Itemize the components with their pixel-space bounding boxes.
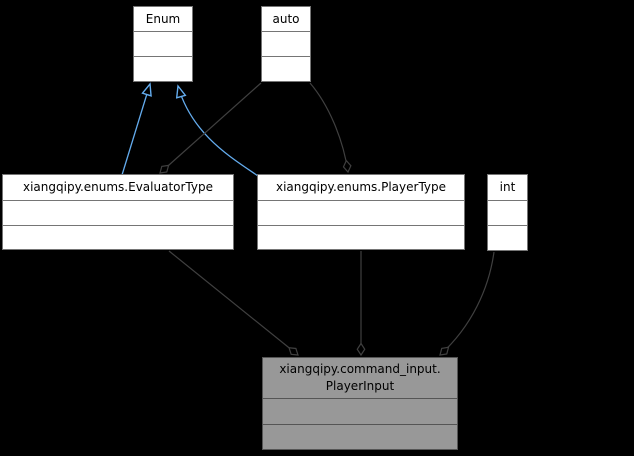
class-name-label-line1: xiangqipy.command_input. <box>279 362 441 376</box>
class-node-evaluatortype[interactable]: xiangqipy.enums.EvaluatorType <box>2 174 234 250</box>
class-node-auto: auto <box>261 6 311 82</box>
edge-playerinput-aggregates-int <box>440 251 495 355</box>
class-title: int <box>488 175 527 201</box>
methods-compartment <box>3 226 233 250</box>
class-title: xiangqipy.enums.PlayerType <box>258 175 464 201</box>
class-name-label: auto <box>272 11 300 26</box>
edge-playerinput-aggregates-evaluatortype <box>168 250 298 355</box>
class-node-playertype[interactable]: xiangqipy.enums.PlayerType <box>257 174 465 250</box>
methods-compartment <box>263 425 457 450</box>
class-name-label: xiangqipy.enums.PlayerType <box>275 180 447 194</box>
edge-evaluatortype-inherits-enum <box>121 84 150 176</box>
attributes-compartment <box>488 201 527 226</box>
edge-playertype-aggregates-auto <box>309 82 348 172</box>
class-name-label: int <box>499 180 516 194</box>
attributes-compartment <box>262 32 310 57</box>
class-name-label: Enum <box>145 11 181 26</box>
methods-compartment <box>134 57 192 81</box>
class-title: auto <box>262 7 310 32</box>
methods-compartment <box>258 226 464 250</box>
class-title: Enum <box>134 7 192 32</box>
attributes-compartment <box>3 201 233 226</box>
class-title: xiangqipy.command_input. PlayerInput <box>263 358 457 399</box>
edge-playertype-inherits-enum <box>178 86 259 177</box>
methods-compartment <box>262 57 310 81</box>
edge-evaluatortype-aggregates-auto <box>160 82 262 173</box>
class-name-label-line2: PlayerInput <box>325 379 395 393</box>
attributes-compartment <box>134 32 192 57</box>
class-node-playerinput[interactable]: xiangqipy.command_input. PlayerInput <box>262 357 458 450</box>
class-title: xiangqipy.enums.EvaluatorType <box>3 175 233 201</box>
class-node-int: int <box>487 174 528 251</box>
class-node-enum: Enum <box>133 6 193 82</box>
attributes-compartment <box>263 399 457 425</box>
class-name-label: xiangqipy.enums.EvaluatorType <box>22 180 213 194</box>
methods-compartment <box>488 226 527 250</box>
attributes-compartment <box>258 201 464 226</box>
